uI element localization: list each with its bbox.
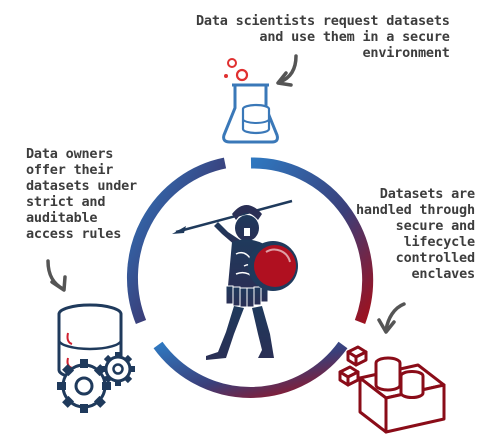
arrow-left-icon (46, 259, 67, 292)
ring-segment-top-left (126, 157, 227, 325)
data-scientists-label: Data scientists request datasets and use… (196, 13, 450, 61)
spartan-warrior-icon (172, 199, 298, 360)
arrow-top-icon (276, 54, 298, 87)
arrow-right-icon (377, 302, 406, 334)
datasets-label: Datasets are handled through secure and … (356, 186, 475, 282)
ring-segment-top-right (250, 157, 374, 324)
pointer-arrows (46, 54, 406, 334)
data-owners-label: Data owners offer their datasets under s… (26, 146, 137, 242)
ring-segment-bottom (153, 341, 348, 398)
flask-with-database-icon (222, 58, 279, 144)
lifecycle-ring (126, 157, 374, 398)
database-with-gears-icon (57, 303, 135, 413)
secure-enclave-box-icon (338, 345, 446, 434)
